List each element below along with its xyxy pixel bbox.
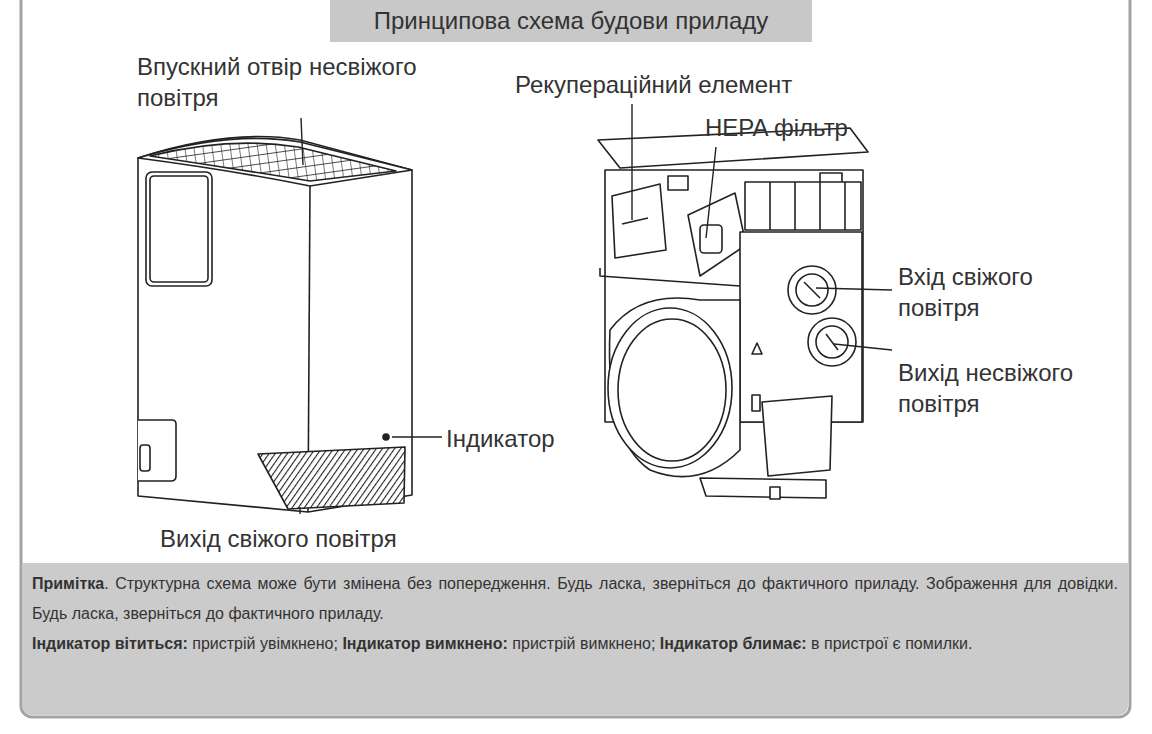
diagram-title: Принципова схема будови приладу (330, 0, 812, 42)
note-panel: Примітка. Структурна схема може бути змі… (22, 563, 1128, 715)
recuperator (612, 184, 666, 258)
device-exterior (138, 137, 412, 512)
stale-outlet-port (808, 318, 856, 366)
note-text: пристрій увімкнено; (192, 635, 338, 652)
device-interior (598, 128, 868, 499)
part-label: Вихід несвіжого повітря (898, 357, 1123, 419)
leader-line (706, 147, 716, 238)
note-heading: Індикатор вітиться: (32, 635, 188, 652)
latch (752, 395, 760, 411)
fan-housing (610, 298, 741, 477)
shelf (600, 268, 740, 286)
slot-line (844, 182, 846, 230)
part-label: Впускний отвір несвіжого повітря (137, 51, 482, 113)
slot-line (769, 182, 771, 230)
window-inner (150, 176, 208, 282)
base-plate (700, 478, 826, 498)
device-body (138, 137, 412, 512)
part-label: HEPA фільтр (705, 112, 905, 143)
port-damper (826, 334, 838, 350)
leader-line (631, 104, 632, 220)
fan (608, 308, 732, 468)
control-box (762, 396, 832, 476)
part-label: Індикатор (446, 423, 596, 454)
hepa-filter (688, 193, 746, 276)
leader-line (834, 344, 892, 350)
warning-symbol (752, 343, 762, 354)
top-slots (745, 182, 861, 230)
port-inner (796, 274, 828, 306)
leader-line (299, 507, 300, 514)
leader-line (392, 436, 442, 437)
leader-line (816, 288, 892, 290)
indicator-dot (383, 434, 389, 440)
button (140, 445, 150, 471)
note-heading: Примітка (32, 575, 104, 592)
side-panel (740, 232, 862, 422)
note-text: пристрій вимкнено; (512, 635, 655, 652)
base-foot (770, 487, 780, 499)
note-heading: Індикатор блимає: (660, 635, 807, 652)
port-inner (816, 326, 848, 358)
clip (668, 176, 688, 190)
note-paragraph: Індикатор вітиться:пристрій увімкнено;Ін… (32, 629, 1118, 659)
part-label: Рекупераційний елемент (515, 69, 855, 100)
outer-frame (21, 0, 1130, 717)
port-damper (804, 282, 820, 298)
fan-inner (618, 319, 726, 461)
note-text: в пристрої є помилки. (811, 635, 972, 652)
window (146, 172, 212, 286)
note-paragraph: Примітка. Структурна схема може бути змі… (32, 569, 1118, 629)
leader-line (301, 118, 303, 165)
part-label: Вихід свіжого повітря (160, 523, 480, 554)
note-text: . Структурна схема може бути змінена без… (32, 575, 1118, 622)
leader-lines (300, 104, 892, 514)
slot-line (794, 182, 796, 230)
bottom-grille (258, 447, 405, 509)
part-label: Вхід свіжого повітря (898, 261, 1103, 323)
side-panel (138, 420, 176, 481)
filter-tab (700, 225, 722, 253)
fresh-inlet-port (788, 266, 836, 314)
recuperator-line (622, 218, 648, 224)
note-heading: Індикатор вимкнено: (342, 635, 507, 652)
slot-line (819, 182, 821, 230)
